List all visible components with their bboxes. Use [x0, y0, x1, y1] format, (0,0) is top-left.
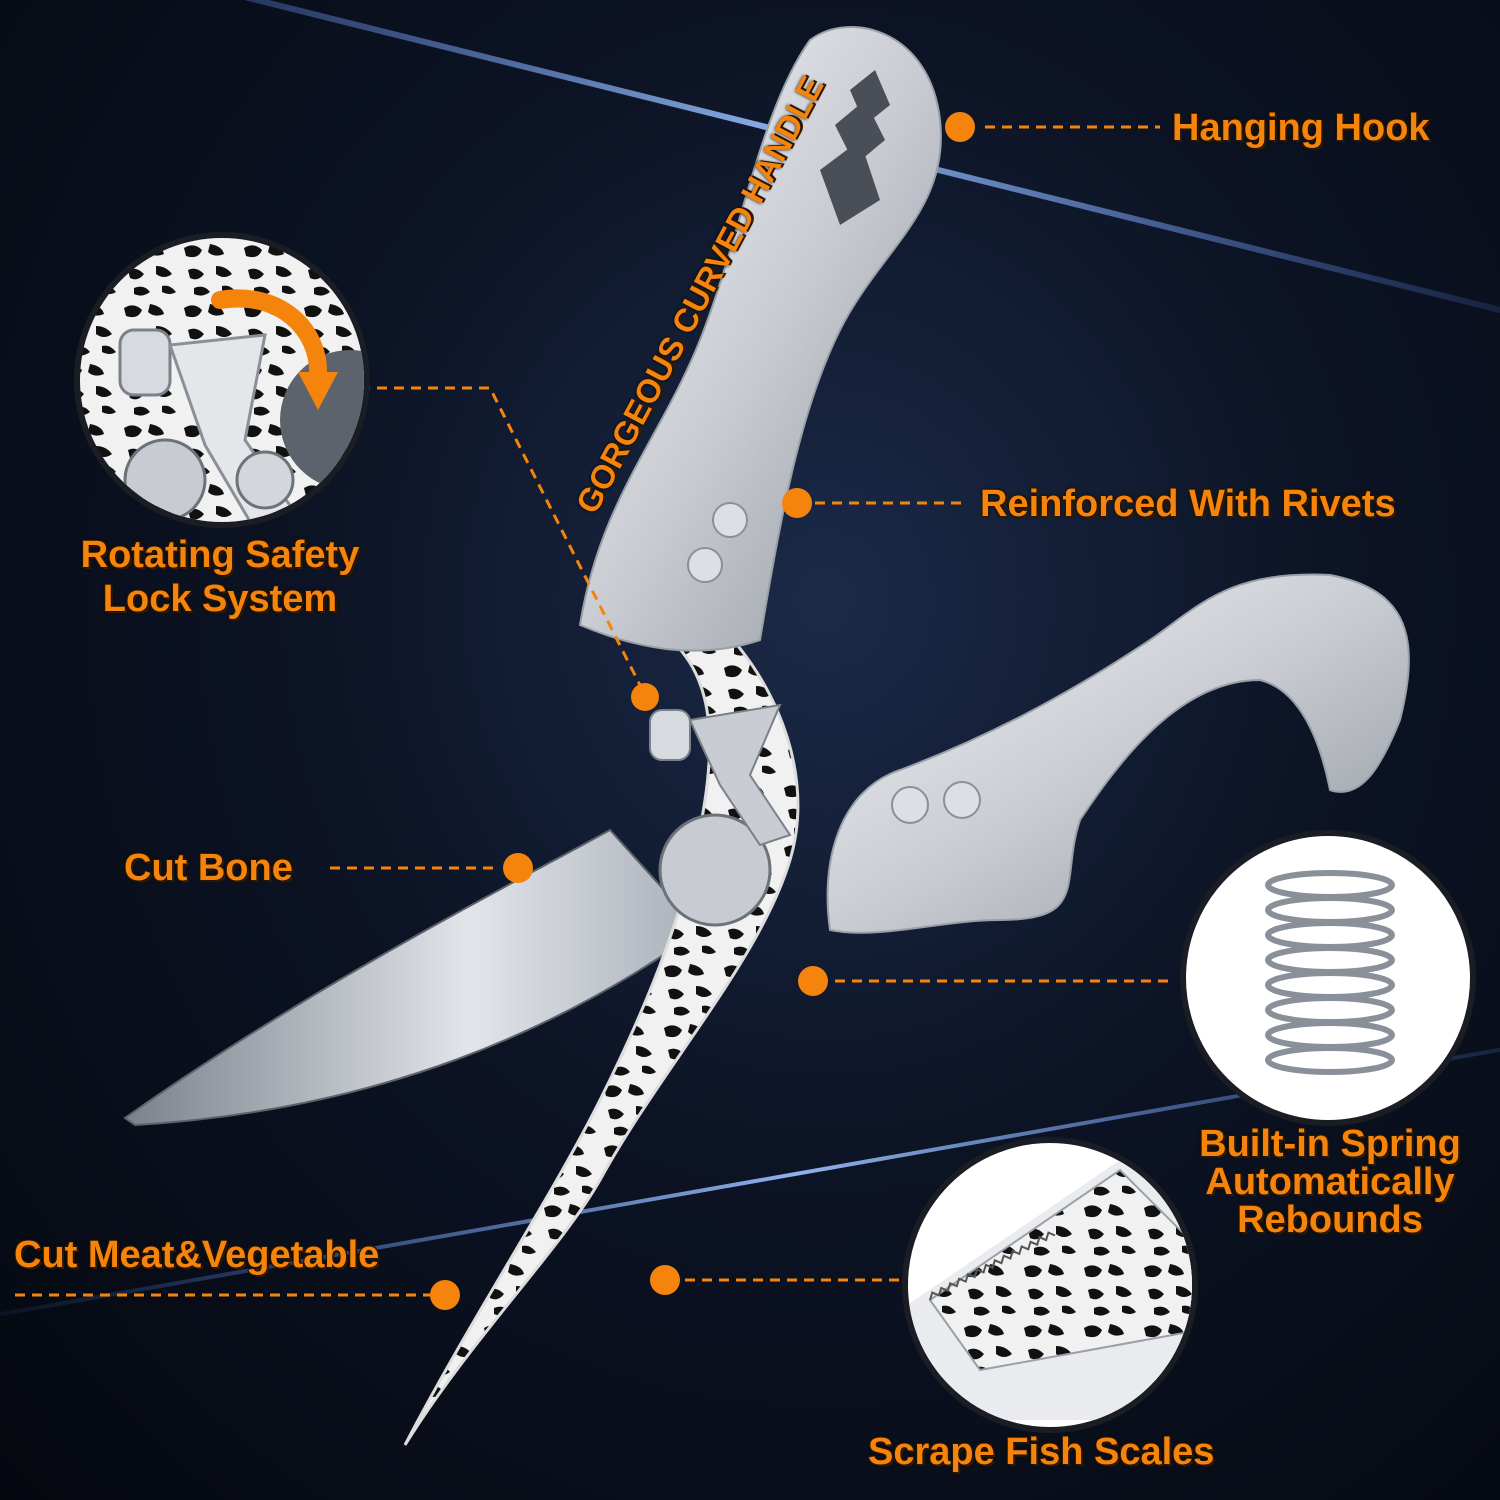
rotate-arrow-icon — [211, 289, 328, 384]
safety-lock-label-line1: Rotating Safety — [80, 534, 360, 576]
rivet-icon — [943, 781, 981, 819]
spring-label-line3: Rebounds — [1237, 1199, 1423, 1241]
rivet-icon — [687, 547, 723, 583]
hanging-hook-label: Hanging Hook — [1172, 107, 1430, 149]
spring-icon — [1265, 870, 1395, 1075]
safety-lock-label: Rotating Safety Lock System — [60, 533, 380, 621]
spring-label-line2: Automatically — [1205, 1161, 1455, 1203]
spring-label: Built-in Spring Automatically Rebounds — [1180, 1125, 1480, 1239]
safety-lock-detail-circle — [74, 232, 370, 528]
spring-label-line1: Built-in Spring — [1199, 1123, 1461, 1165]
scrape-fish-label: Scrape Fish Scales — [868, 1431, 1215, 1473]
callout-dots — [430, 112, 975, 1310]
lower-handle — [826, 573, 1410, 934]
rivets-label: Reinforced With Rivets — [980, 483, 1396, 525]
rivet-icon — [891, 786, 929, 824]
rivet-icon — [712, 502, 748, 538]
cut-bone-label: Cut Bone — [124, 847, 293, 889]
hanging-hook-slots — [820, 70, 890, 225]
safety-lock-knob — [649, 709, 691, 761]
bone-blade — [123, 828, 702, 1127]
pivot-screw — [658, 813, 772, 927]
cut-meat-label: Cut Meat&Vegetable — [14, 1234, 380, 1276]
spring-detail-circle — [1180, 830, 1476, 1126]
safety-lock-lever — [688, 703, 792, 847]
callout-lines — [15, 125, 1170, 1297]
fish-scale-detail-circle — [902, 1137, 1198, 1433]
serrated-edge-icon — [929, 1231, 1056, 1301]
upper-handle — [578, 26, 942, 652]
safety-lock-label-line2: Lock System — [102, 578, 338, 620]
